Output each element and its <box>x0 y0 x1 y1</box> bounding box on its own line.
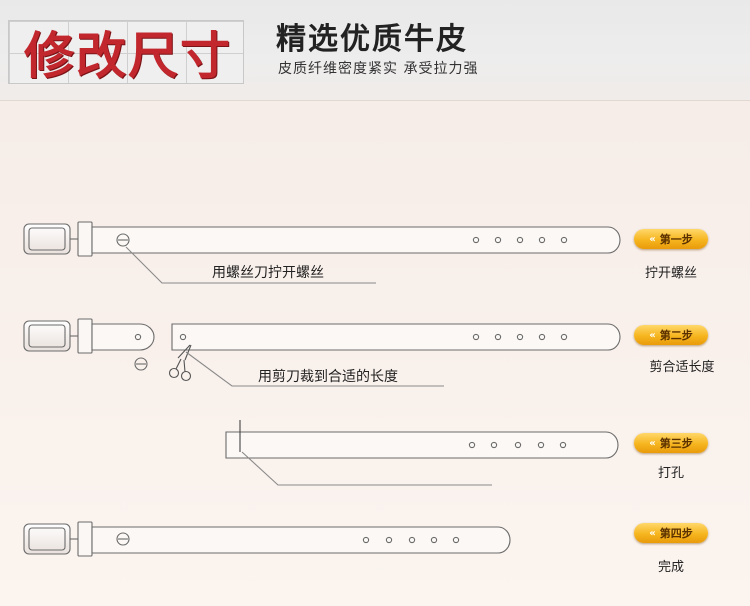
step4-button-label: 第四步 <box>659 527 693 540</box>
page-subtitle: 皮质纤维密度紧实 承受拉力强 <box>278 61 479 77</box>
belt-hole <box>490 441 498 449</box>
caption-step2: 用剪刀裁到合适的长度 <box>258 369 398 385</box>
callout-line <box>241 451 492 486</box>
belt-hole <box>560 236 568 244</box>
buckle-inner <box>28 324 66 348</box>
step1-button[interactable]: « 第一步 <box>634 229 708 249</box>
belt-body <box>140 526 511 554</box>
buckle-keeper <box>77 521 93 557</box>
step3-label: 打孔 <box>657 466 684 481</box>
belt-hole <box>494 236 502 244</box>
belt-body-cut <box>171 323 621 351</box>
belt-body-trimmed <box>225 431 619 459</box>
callout-line <box>185 351 444 387</box>
scissors-icon <box>168 344 192 382</box>
buckle-inner <box>28 527 66 551</box>
chevron-double-left-icon: « <box>649 437 656 449</box>
buckle-keeper <box>77 318 93 354</box>
buckle-keeper <box>77 221 93 257</box>
belt-strap <box>91 323 155 351</box>
step3-button[interactable]: « 第三步 <box>634 433 708 453</box>
belt-hole <box>516 236 524 244</box>
belt-hole <box>537 441 545 449</box>
belt-step1 <box>23 221 621 284</box>
screw-icon <box>116 532 130 546</box>
belt-body <box>140 226 621 254</box>
buckle-inner <box>28 227 66 251</box>
step1-label: 拧开螺丝 <box>644 266 697 281</box>
step1-button-label: 第一步 <box>659 233 693 246</box>
belt-step4 <box>23 521 511 557</box>
callout-line <box>125 246 376 284</box>
chevron-double-left-icon: « <box>649 329 656 341</box>
belt-hole <box>538 236 546 244</box>
belt-hole <box>472 236 480 244</box>
step4-label: 完成 <box>657 560 684 575</box>
belt-hole <box>408 536 416 544</box>
belt-hole <box>452 536 460 544</box>
belt-step3 <box>225 420 619 486</box>
step2-label: 剪合适长度 <box>649 360 715 375</box>
chevron-double-left-icon: « <box>649 233 656 245</box>
screw-hole <box>179 333 187 341</box>
belt-hole <box>494 333 502 341</box>
screw-hole <box>134 333 142 341</box>
step4-button[interactable]: « 第四步 <box>634 523 708 543</box>
belt-hole <box>559 441 567 449</box>
belt-hole <box>516 333 524 341</box>
screw-icon <box>134 357 148 371</box>
belt-hole <box>430 536 438 544</box>
page-title: 精选优质牛皮 <box>276 22 468 57</box>
belt-step2 <box>23 318 621 387</box>
step3-button-label: 第三步 <box>659 437 693 450</box>
belt-hole <box>514 441 522 449</box>
belt-hole <box>538 333 546 341</box>
page-title-red: 修改尺寸 <box>24 27 232 85</box>
caption-step1: 用螺丝刀拧开螺丝 <box>212 265 324 281</box>
belt-hole <box>472 333 480 341</box>
step2-button-label: 第二步 <box>659 329 693 342</box>
belt-hole <box>560 333 568 341</box>
screw-icon <box>116 233 130 247</box>
step2-button[interactable]: « 第二步 <box>634 325 708 345</box>
chevron-double-left-icon: « <box>649 527 656 539</box>
title-grid-background <box>8 20 244 84</box>
belt-hole <box>362 536 370 544</box>
belt-hole <box>468 441 476 449</box>
belt-hole <box>385 536 393 544</box>
